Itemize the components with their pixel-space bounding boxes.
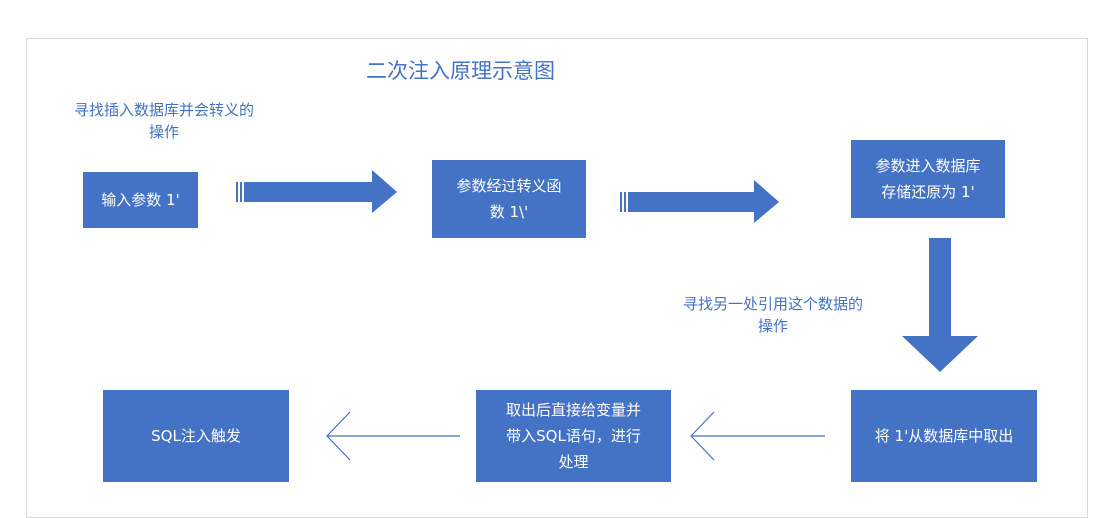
diagram-title: 二次注入原理示意图: [366, 59, 555, 83]
striped-right-arrow-icon: [236, 170, 397, 213]
box-store-line2: 存储还原为 1': [881, 183, 975, 201]
note-find-insert: 寻找插入数据库并会转义的 操作: [44, 99, 284, 143]
thin-left-arrow-icon: [690, 411, 825, 461]
box-assign-and-query: 取出后直接给变量并 带入SQL语句，进行 处理: [476, 390, 671, 482]
striped-right-arrow-icon: [620, 180, 779, 223]
down-arrow-icon: [902, 238, 978, 372]
box-input-param: 输入参数 1': [83, 172, 198, 228]
box-fetch-from-db: 将 1'从数据库中取出: [851, 390, 1037, 482]
box-assign-line3: 处理: [558, 453, 589, 471]
note-find-reference-line1: 寻找另一处引用这个数据的: [682, 295, 863, 313]
thin-left-arrow-icon: [326, 411, 460, 461]
note-find-reference: 寻找另一处引用这个数据的 操作: [648, 293, 898, 337]
box-db-store: 参数进入数据库 存储还原为 1': [851, 140, 1005, 218]
box-assign-line2: 带入SQL语句，进行: [506, 427, 641, 445]
box-input-param-label: 输入参数 1': [101, 191, 180, 209]
box-escape-line2: 数 1\': [489, 203, 529, 221]
box-store-line1: 参数进入数据库: [875, 157, 981, 175]
arrows-layer: [236, 170, 978, 461]
box-sql-injection-trigger: SQL注入触发: [103, 390, 289, 482]
note-find-reference-line2: 操作: [757, 317, 788, 335]
note-find-insert-line1: 寻找插入数据库并会转义的: [73, 101, 254, 119]
box-assign-line1: 取出后直接给变量并: [505, 401, 641, 419]
box-trigger-label: SQL注入触发: [151, 427, 241, 445]
box-escape-function: 参数经过转义函 数 1\': [432, 160, 586, 238]
box-escape-line1: 参数经过转义函: [456, 177, 562, 195]
note-find-insert-line2: 操作: [148, 123, 179, 141]
box-fetch-label: 将 1'从数据库中取出: [874, 427, 1014, 445]
